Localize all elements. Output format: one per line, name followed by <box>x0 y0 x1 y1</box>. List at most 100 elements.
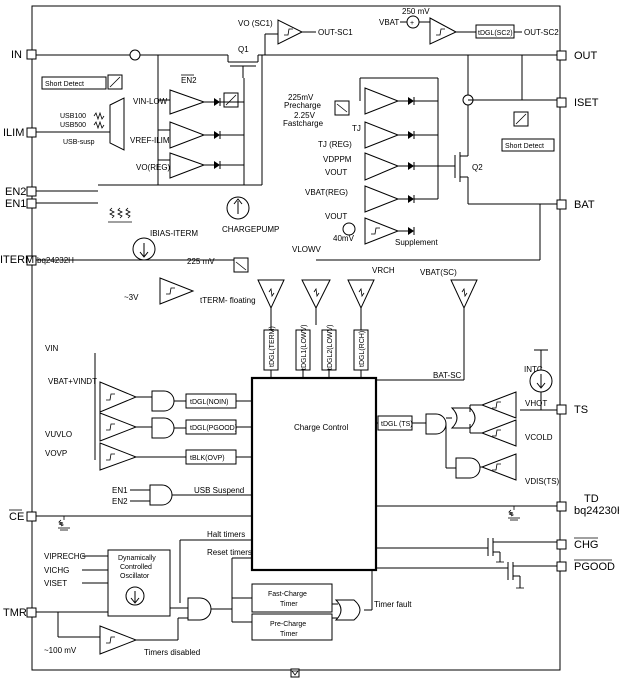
svg-text:VRCH: VRCH <box>372 266 395 275</box>
timer-fault-label: Timer fault <box>374 600 412 609</box>
q2-mosfet: Q2 <box>438 152 483 182</box>
svg-text:VBAT: VBAT <box>379 18 399 27</box>
comparator-timers-disabled: ~100 mV Timers disabled <box>44 612 200 657</box>
svg-text:OUT-SC2: OUT-SC2 <box>524 28 559 37</box>
svg-text:TJ: TJ <box>352 124 361 133</box>
svg-text:225mV: 225mV <box>288 93 314 102</box>
svg-text:bq24230H: bq24230H <box>574 505 619 517</box>
usb-suspend-gate: EN1 EN2 USB Suspend <box>112 484 252 506</box>
svg-text:CHG: CHG <box>574 539 598 551</box>
svg-text:VICHG: VICHG <box>44 566 69 575</box>
pre-charge-timer: Pre-Charge Timer <box>251 613 333 641</box>
svg-text:VREF-ILIM: VREF-ILIM <box>130 136 170 145</box>
svg-text:VISET: VISET <box>44 579 67 588</box>
comparator-vdis-ts: VDIS(TS) <box>480 453 560 486</box>
svg-text:USB100: USB100 <box>60 113 86 120</box>
comparator-noin: VBAT+VINDT <box>48 377 138 413</box>
svg-text:OUT: OUT <box>574 50 598 62</box>
svg-text:Short Detect: Short Detect <box>45 81 84 88</box>
comparator-term: 225 mV ~3V tTERM- floating <box>124 257 256 305</box>
usb-mux: USB100 USB500 USB-susp <box>36 97 125 151</box>
pin-iset: ISET <box>556 97 599 109</box>
current-sense-in <box>129 49 141 61</box>
svg-text:VBAT(SC): VBAT(SC) <box>420 268 457 277</box>
q1-mosfet: Q1 <box>227 45 259 78</box>
svg-text:VDPPM: VDPPM <box>323 155 352 164</box>
svg-text:Pre-Charge: Pre-Charge <box>270 621 306 628</box>
pin-chg: CHG <box>556 537 598 551</box>
svg-text:Fast-Charge: Fast-Charge <box>268 591 307 598</box>
pin-ce: CE <box>9 509 37 523</box>
pgood-fet <box>376 562 557 589</box>
chargepump: CHARGEPUMP <box>222 196 279 234</box>
svg-text:250 mV: 250 mV <box>402 7 430 16</box>
svg-text:tDGL2(LOWV): tDGL2(LOWV) <box>327 324 334 370</box>
svg-text:VDIS(TS): VDIS(TS) <box>525 477 560 486</box>
amp-tj: TJ TJ (REG) <box>318 121 415 149</box>
svg-text:BAT: BAT <box>574 199 595 211</box>
comparator-vlowv: VLOWV tDGL1(LOWV) tDGL2(LOWV) <box>292 245 337 371</box>
svg-text:Precharge: Precharge <box>284 101 321 110</box>
svg-text:ISET: ISET <box>574 97 599 109</box>
svg-text:IN: IN <box>11 49 22 61</box>
svg-text:VHOT: VHOT <box>525 399 547 408</box>
svg-text:CE: CE <box>9 511 24 523</box>
pin-ilim: ILIM <box>3 127 37 139</box>
svg-text:CHARGEPUMP: CHARGEPUMP <box>222 225 279 234</box>
svg-text:Short Detect: Short Detect <box>505 143 544 150</box>
comparator-vbat-sc: VBAT(SC) BAT-SC <box>420 268 478 380</box>
deglitch-ts: tDGL (TS) <box>377 415 413 431</box>
svg-text:EN2: EN2 <box>5 186 26 198</box>
svg-text:USB-susp: USB-susp <box>63 139 95 146</box>
svg-text:Fastcharge: Fastcharge <box>283 119 324 128</box>
svg-text:VCOLD: VCOLD <box>525 433 553 442</box>
svg-text:VUVLO: VUVLO <box>45 430 72 439</box>
or-gate-timer-fault <box>334 599 361 621</box>
svg-text:PGOOD: PGOOD <box>574 561 615 573</box>
comparator-ovp: VOVP <box>45 442 138 471</box>
amp-vref-ilim: VREF-ILIM <box>130 121 221 149</box>
svg-text:tDGL (TS): tDGL (TS) <box>381 421 413 428</box>
svg-text:225 mV: 225 mV <box>187 257 215 266</box>
svg-text:EN1: EN1 <box>112 486 128 495</box>
svg-text:Q2: Q2 <box>472 163 483 172</box>
svg-text:40mV: 40mV <box>333 234 355 243</box>
comparator-vhot: VHOT <box>480 391 547 419</box>
svg-text:IBIAS-ITERM: IBIAS-ITERM <box>150 229 198 238</box>
amp-charge-current <box>364 87 415 115</box>
halt-timers-label: Halt timers <box>207 530 245 539</box>
en2-bar-label: EN2 <box>181 76 197 85</box>
reset-timers-label: Reset timers <box>207 548 252 557</box>
vin-label: VIN <box>45 344 59 353</box>
and-gate-ts-dis <box>455 457 481 479</box>
precharge-select: 225mV Precharge 2.25V Fastcharge <box>283 93 350 128</box>
svg-text:Controlled: Controlled <box>120 564 152 571</box>
svg-text:INTC: INTC <box>524 365 543 374</box>
svg-text:VBAT+VINDT: VBAT+VINDT <box>48 377 97 386</box>
svg-text:tDGL(NOIN): tDGL(NOIN) <box>190 399 229 406</box>
svg-text:tDGL(TERM): tDGL(TERM) <box>269 326 276 367</box>
svg-text:Charge Control: Charge Control <box>294 423 348 432</box>
amp-vbat-reg: VBAT(REG) <box>305 185 415 213</box>
pin-tmr: TMR <box>3 607 37 619</box>
svg-text:+: + <box>410 20 414 27</box>
comparator-out-sc2: VBAT 250 mV + tDGL(SC2) OUT-SC2 <box>379 7 559 45</box>
short-detect-left: Short Detect <box>41 74 123 90</box>
pin-bat: BAT <box>556 199 595 211</box>
svg-text:Dynamically: Dynamically <box>118 555 156 562</box>
svg-text:TD: TD <box>584 493 599 505</box>
vi-inputs: VIPRECHG VICHG VISET <box>44 552 108 588</box>
svg-text:USB Suspend: USB Suspend <box>194 486 244 495</box>
amp-vdppm: VDPPM VOUT <box>323 152 415 181</box>
pin-td: TD bq24230H <box>556 493 619 517</box>
svg-text:tBLK(OVP): tBLK(OVP) <box>190 455 225 462</box>
svg-text:~100 mV: ~100 mV <box>44 646 77 655</box>
svg-text:TMR: TMR <box>3 607 27 619</box>
amp-vin-low: VIN-LOW <box>133 89 221 115</box>
pin-en2: EN2 <box>5 186 37 198</box>
comparator-uvlo: VUVLO <box>45 412 138 442</box>
svg-text:VO (SC1): VO (SC1) <box>238 19 273 28</box>
svg-text:VIN-LOW: VIN-LOW <box>133 97 168 106</box>
short-detect-right: Short Detect <box>501 111 555 152</box>
